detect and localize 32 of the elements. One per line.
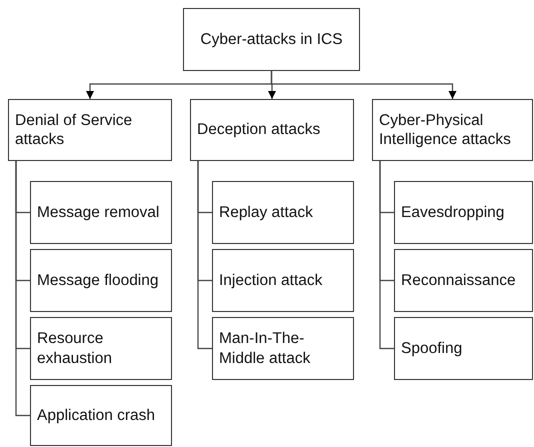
box-label: Cyber-Physical Intelligence attacks	[379, 110, 512, 150]
category-box	[30, 385, 172, 446]
box-label: Replay attack	[219, 202, 313, 222]
connector-line	[15, 161, 30, 416]
category-box	[190, 99, 354, 161]
box-label: Message removal	[37, 202, 160, 222]
box-label: Reconnaissance	[401, 270, 516, 290]
category-box	[212, 181, 354, 244]
category-box	[394, 181, 533, 244]
box-label: Message flooding	[37, 270, 158, 290]
box-label: Cyber-attacks in ICS	[200, 30, 343, 50]
box-label: Denial of Service attacks	[15, 110, 134, 150]
category-box	[30, 181, 172, 244]
category-box	[372, 99, 533, 161]
category-box	[30, 249, 172, 312]
box-label: Injection attack	[219, 270, 322, 290]
category-box	[30, 317, 172, 380]
category-box	[212, 249, 354, 312]
box-label: Resource exhaustion	[37, 329, 113, 368]
box-label: Spoofing	[401, 338, 462, 358]
connector-line	[379, 161, 394, 350]
box-label: Application crash	[37, 406, 156, 426]
box-label: Eavesdropping	[401, 202, 504, 222]
connector-line	[197, 161, 212, 350]
category-box	[8, 99, 172, 161]
arrow	[270, 71, 456, 99]
category-box	[394, 249, 533, 312]
box-label: Man-In-The-Middle attack	[219, 329, 312, 368]
category-box	[394, 317, 533, 380]
category-box	[183, 8, 360, 71]
category-box	[212, 317, 354, 380]
box-label: Deception attacks	[197, 120, 320, 140]
